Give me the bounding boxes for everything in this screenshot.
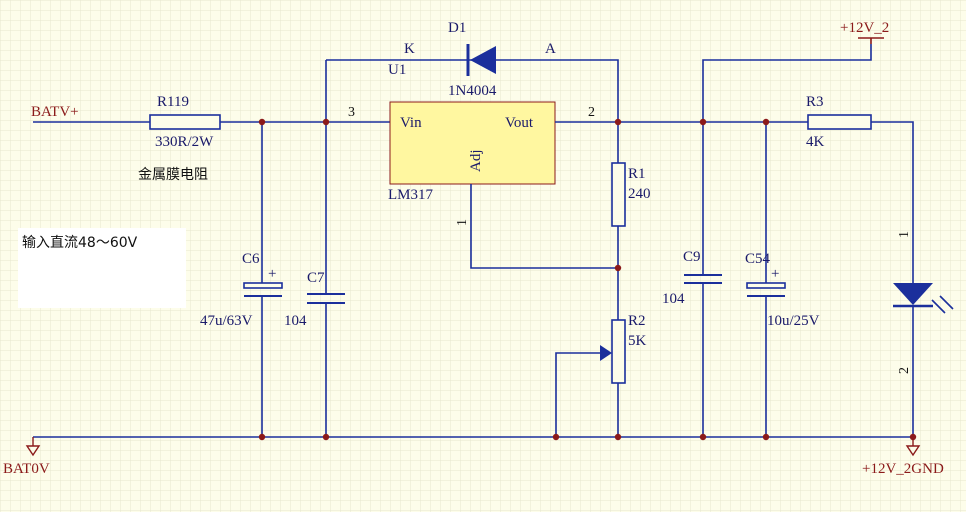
junction-dots	[258, 118, 917, 441]
plus12v-gnd-label: +12V_2GND	[862, 461, 944, 477]
c6-designator: C6	[242, 251, 260, 267]
r3-value: 4K	[806, 134, 825, 150]
c6-plate-top	[243, 282, 283, 289]
r1-resistor	[611, 162, 626, 227]
c9-value: 104	[662, 291, 685, 307]
adj-pin-label: Adj	[468, 150, 484, 173]
c7-value: 104	[284, 313, 307, 329]
c54-plus-sign: +	[771, 266, 779, 282]
bat0v-label: BAT0V	[3, 461, 50, 477]
r119-designator: R119	[157, 94, 189, 110]
r119-note: 金属膜电阻	[138, 167, 208, 183]
bat0v-ground-icon	[25, 437, 41, 457]
vin-pin-label: Vin	[400, 115, 422, 131]
vout-pin-label: Vout	[505, 115, 534, 131]
input-voltage-note: 输入直流48～60V	[22, 235, 138, 251]
r2-value: 5K	[628, 333, 647, 349]
led-icon	[893, 283, 933, 305]
r119-value: 330R/2W	[155, 134, 214, 150]
c54-designator: C54	[745, 251, 771, 267]
r119-resistor	[149, 114, 221, 130]
led-pin2-label: 2	[897, 367, 912, 374]
c54-plate-top	[746, 282, 786, 289]
lm317-label: LM317	[388, 187, 434, 203]
r2-wire	[555, 352, 619, 437]
d1-anode-label: A	[545, 41, 556, 57]
r2-potentiometer	[611, 319, 626, 384]
pin3-label: 3	[348, 105, 355, 120]
lm317-ic	[389, 101, 556, 185]
pin1-label: 1	[455, 219, 470, 226]
c6-plus-sign: +	[268, 266, 276, 282]
d1-designator: D1	[448, 20, 466, 36]
r1-designator: R1	[628, 166, 646, 182]
u1-designator: U1	[388, 62, 406, 78]
r1-value: 240	[628, 186, 651, 202]
diode-wire	[326, 59, 619, 122]
c9-designator: C9	[683, 249, 701, 265]
led-pin1-label: 1	[897, 231, 912, 238]
wiper-arrow-icon	[600, 345, 612, 361]
adj-wire	[470, 184, 618, 269]
c6-value: 47u/63V	[200, 313, 253, 329]
c7-designator: C7	[307, 270, 325, 286]
d1-cathode-label: K	[404, 41, 415, 57]
plus12v-wire	[702, 44, 872, 437]
r2-designator: R2	[628, 313, 646, 329]
batv-plus-label: BATV+	[31, 104, 79, 120]
r3-resistor	[807, 114, 872, 130]
pin2-label: 2	[588, 105, 595, 120]
plus12v-label: +12V_2	[840, 20, 889, 36]
input-note-box	[18, 228, 186, 308]
light-rays-icon	[931, 295, 954, 314]
d1-value: 1N4004	[448, 83, 497, 99]
d1-diode-icon	[470, 46, 496, 74]
c54-value: 10u/25V	[767, 313, 820, 329]
r3-designator: R3	[806, 94, 824, 110]
